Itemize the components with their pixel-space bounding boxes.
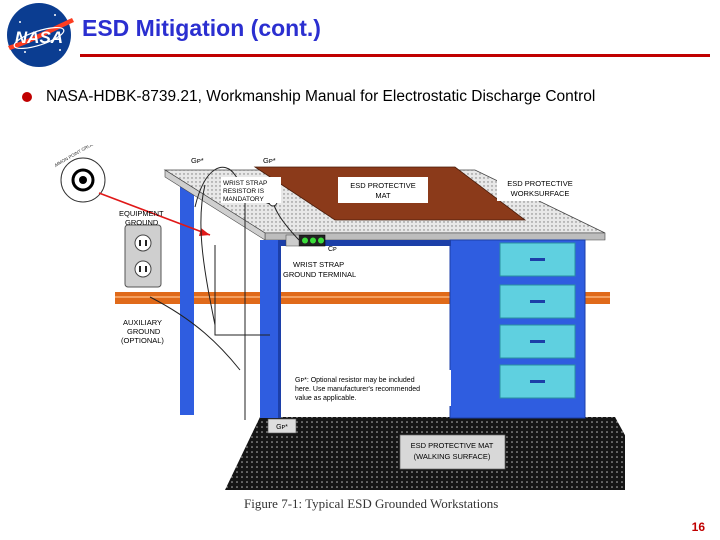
rp-left-label: Gᴘ*: [191, 156, 204, 165]
desk-leg-front-left: [260, 240, 278, 418]
resistor-note-line-2: here. Use manufacturer's recommended: [295, 386, 420, 393]
floor-mat-label-1: ESD PROTECTIVE MAT: [411, 441, 494, 450]
auxiliary-ground-label-3: (OPTIONAL): [121, 336, 164, 345]
slide-title: ESD Mitigation (cont.): [82, 15, 321, 41]
auxiliary-ground-label-1: AUXILIARY: [123, 318, 162, 327]
auxiliary-ground-wire: [149, 296, 241, 371]
wrist-strap-resistor-label-2: RESISTOR IS: [223, 188, 265, 195]
workstation-diagram: ESD PROTECTIVE MAT (WALKING SURFACE) Gᴘ*: [39, 138, 655, 490]
figure-caption: Figure 7-1: Typical ESD Grounded Worksta…: [244, 496, 499, 511]
auxiliary-ground-label-2: GROUND: [127, 327, 161, 336]
rp-right-label: Gᴘ*: [263, 156, 276, 165]
mat-label-2: MAT: [375, 191, 391, 200]
desk-leg-back-left: [180, 185, 194, 415]
drawer-3: [499, 324, 576, 359]
terminal-label-1: WRIST STRAP: [293, 260, 344, 269]
equipment-ground-label-1: EQUIPMENT: [119, 209, 164, 218]
cp-label: Cᴘ: [328, 246, 337, 253]
rp-floor-label: Gᴘ*: [276, 424, 288, 431]
floor-mat-label-2: (WALKING SURFACE): [414, 452, 491, 461]
mat-label-1: ESD PROTECTIVE: [350, 181, 415, 190]
bullet-item: NASA-HDBK-8739.21, Workmanship Manual fo…: [22, 88, 595, 106]
electrical-outlet: [124, 224, 162, 288]
nasa-logo: NASA: [0, 0, 78, 70]
worksurface-label-2: WORKSURFACE: [511, 189, 570, 198]
bullet-dot-icon: [22, 92, 32, 102]
drawer-2: [499, 284, 576, 319]
title-divider: [80, 54, 710, 57]
equipment-ground-arrow: [98, 192, 211, 236]
wrist-strap-resistor-label-1: WRIST STRAP: [223, 180, 267, 187]
bullet-text: NASA-HDBK-8739.21, Workmanship Manual fo…: [46, 88, 596, 105]
resistor-note-line-3: value as applicable.: [295, 395, 357, 402]
resistor-note-line-1: Gᴘ*: Optional resistor may be included: [295, 377, 415, 384]
equipment-ground-label-2: GROUND: [125, 218, 159, 227]
nasa-logo-text: NASA: [15, 28, 63, 47]
common-point-ground-icon: ESD COMMON POINT GROUND: [39, 138, 106, 203]
esd-workstation-figure: ESD PROTECTIVE MAT (WALKING SURFACE) Gᴘ*: [39, 138, 655, 520]
wrist-strap-resistor-label-3: MANDATORY: [223, 196, 264, 203]
page-number: 16: [691, 520, 705, 534]
nasa-meatball-logo-icon: NASA: [7, 3, 74, 67]
terminal-label-2: GROUND TERMINAL: [283, 270, 356, 279]
worksurface-label-1: ESD PROTECTIVE: [507, 179, 572, 188]
